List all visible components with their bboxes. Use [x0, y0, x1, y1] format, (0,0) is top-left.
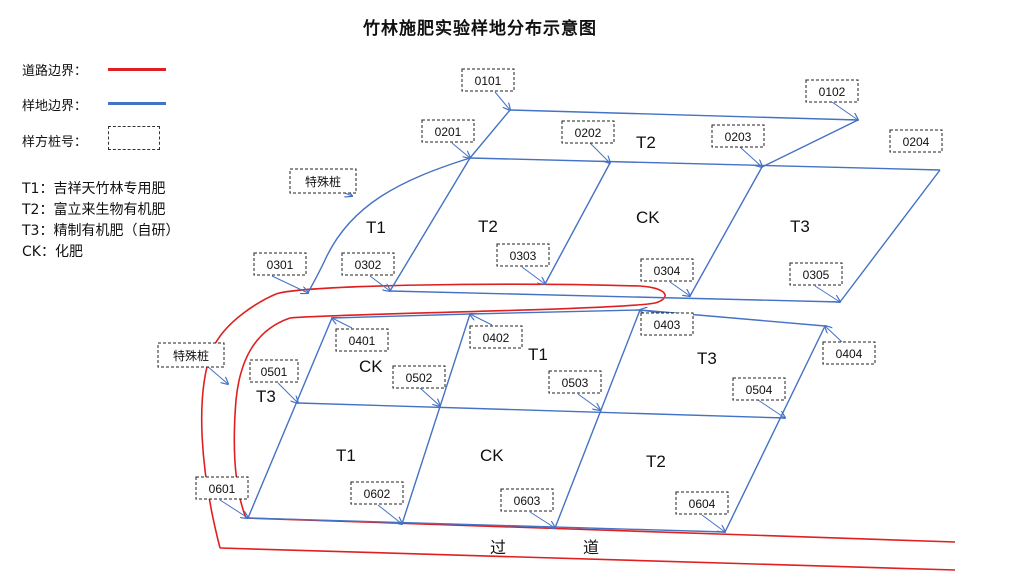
stake-arrows — [206, 91, 858, 532]
svg-text:0402: 0402 — [483, 331, 510, 345]
stake-0504: 0504 — [732, 377, 786, 401]
stake-0301: 0301 — [253, 252, 307, 276]
stake-0601: 0601 — [195, 476, 249, 500]
svg-text:0503: 0503 — [562, 376, 589, 390]
svg-text:0401: 0401 — [349, 334, 376, 348]
svg-text:0303: 0303 — [510, 249, 537, 263]
treatment-ck: CK：化肥 — [22, 244, 83, 260]
legend-stake-label: 样方桩号： — [22, 135, 88, 150]
stake-0202: 0202 — [561, 120, 615, 144]
stake-0603: 0603 — [500, 488, 554, 512]
stake-0101: 0101 — [461, 68, 515, 92]
legend-plot-line — [108, 102, 166, 105]
plot-label-0303: CK — [636, 208, 660, 227]
treatment-t2: T2：富立来生物有机肥 — [22, 202, 166, 218]
plot-label-0503: CK — [480, 446, 504, 465]
svg-text:0201: 0201 — [435, 125, 462, 139]
plot-label-0502: T1 — [336, 446, 356, 465]
legend-road-label: 道路边界： — [22, 64, 88, 79]
special-stake-lower: 特殊桩 — [157, 342, 225, 368]
stake-0602: 0602 — [350, 481, 404, 505]
svg-text:0604: 0604 — [689, 497, 716, 511]
plot-label-0304: T3 — [790, 217, 810, 236]
svg-text:0202: 0202 — [575, 126, 602, 140]
plot-label-0302: T2 — [478, 217, 498, 236]
svg-text:0502: 0502 — [406, 371, 433, 385]
stake-0403: 0403 — [640, 312, 694, 336]
svg-text:0602: 0602 — [364, 487, 391, 501]
plot-label-0403: T3 — [697, 349, 717, 368]
stake-0204: 0204 — [889, 129, 943, 153]
road-top-curve — [275, 283, 666, 319]
svg-text:特殊桩: 特殊桩 — [305, 174, 341, 189]
plot-label-0501: T3 — [256, 387, 276, 406]
stake-0503: 0503 — [548, 370, 602, 394]
svg-text:0603: 0603 — [514, 494, 541, 508]
plot-label-0504: T2 — [646, 452, 666, 471]
legend-stake-box — [108, 126, 160, 150]
plot-label-0401: CK — [359, 357, 383, 376]
svg-text:0204: 0204 — [903, 135, 930, 149]
stake-0404: 0404 — [822, 341, 876, 365]
plot-boundaries — [247, 109, 941, 533]
svg-text:0304: 0304 — [654, 264, 681, 278]
treatment-t1: T1：吉祥天竹林专用肥 — [22, 181, 166, 197]
svg-text:0203: 0203 — [725, 130, 752, 144]
svg-text:0504: 0504 — [746, 383, 773, 397]
svg-text:0404: 0404 — [836, 347, 863, 361]
svg-text:0305: 0305 — [803, 268, 830, 282]
plot-labels: T2 T1 T2 CK T3 CK T1 T3 T3 T1 CK T2 — [256, 133, 810, 471]
svg-text:0101: 0101 — [475, 74, 502, 88]
svg-text:0501: 0501 — [261, 365, 288, 379]
road-label-2: 道 — [583, 538, 599, 557]
stake-0502: 0502 — [392, 365, 446, 389]
road-outer-line — [219, 547, 956, 571]
plot-label-0202: T2 — [636, 133, 656, 152]
special-stakes: 特殊桩 特殊桩 — [157, 168, 357, 368]
diagram-title: 竹林施肥实验样地分布示意图 — [363, 19, 597, 39]
svg-text:特殊桩: 特殊桩 — [173, 348, 209, 363]
stake-0102: 0102 — [805, 79, 859, 103]
stake-0203: 0203 — [711, 124, 765, 148]
stake-0401: 0401 — [335, 328, 389, 352]
stake-0304: 0304 — [640, 258, 694, 282]
svg-text:0302: 0302 — [355, 258, 382, 272]
stake-0303: 0303 — [496, 243, 550, 267]
plot-label-0301: T1 — [366, 218, 386, 237]
stake-0201: 0201 — [421, 119, 475, 143]
svg-text:0102: 0102 — [819, 85, 846, 99]
road-label-1: 过 — [490, 538, 506, 557]
stake-0305: 0305 — [789, 262, 843, 286]
stake-0501: 0501 — [249, 359, 299, 383]
plot-label-0402: T1 — [528, 345, 548, 364]
special-stake-upper: 特殊桩 — [289, 168, 357, 194]
stake-0604: 0604 — [675, 491, 729, 515]
stake-boxes: 0101 0102 0201 0202 0203 0204 0301 0302 … — [195, 68, 943, 515]
stake-0402: 0402 — [469, 325, 523, 349]
svg-text:0301: 0301 — [267, 258, 294, 272]
legend-plot-label: 样地边界： — [22, 99, 88, 114]
legend-road-line — [108, 68, 166, 71]
svg-text:0403: 0403 — [654, 318, 681, 332]
treatment-t3: T3：精制有机肥（自研） — [22, 223, 180, 239]
stake-0302: 0302 — [341, 252, 395, 276]
svg-text:0601: 0601 — [209, 482, 236, 496]
